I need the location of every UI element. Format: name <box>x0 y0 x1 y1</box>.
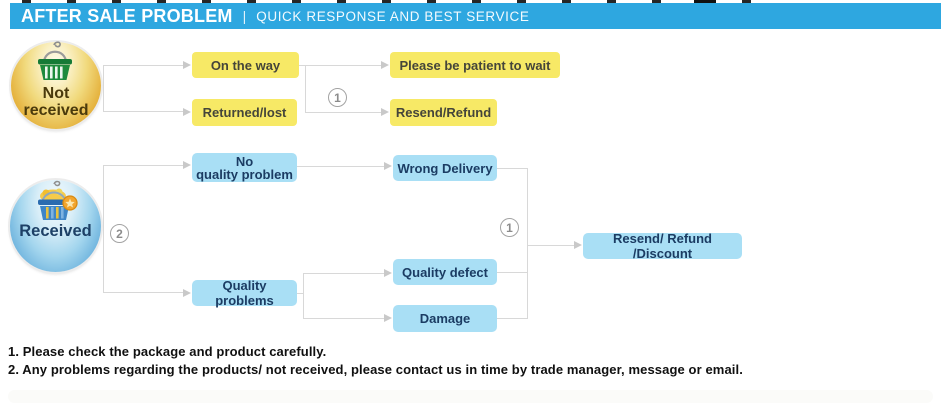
arrowhead-icon <box>183 288 191 297</box>
header-title: AFTER SALE PROBLEM <box>21 5 233 26</box>
connector-received-bracket <box>103 165 183 293</box>
connector-to-result <box>527 245 575 246</box>
header-subtitle: QUICK RESPONSE AND BEST SERVICE <box>256 8 530 24</box>
connector-damage-out <box>497 318 528 319</box>
footnotes: 1. Please check the package and product … <box>8 343 928 378</box>
connector-quality-vertical <box>303 273 304 319</box>
step-marker-1-bottom: 1 <box>500 218 519 237</box>
not-received-label-line2: received <box>23 102 89 119</box>
cutoff-text-remnants <box>22 0 762 3</box>
arrowhead-icon <box>381 107 389 116</box>
issue-box-damage: Damage <box>393 305 497 332</box>
arrowhead-icon <box>183 160 191 169</box>
connector-top-vertical <box>305 65 306 112</box>
result-box-patient-wait: Please be patient to wait <box>390 52 560 78</box>
not-received-label-line1: Not <box>42 85 70 102</box>
issue-box-wrong-delivery: Wrong Delivery <box>393 155 497 181</box>
connector-defect-out <box>497 272 528 273</box>
arrowhead-icon <box>384 161 392 170</box>
connector-wrongdelivery-out <box>497 168 528 169</box>
arrowhead-icon <box>183 60 191 69</box>
arrowhead-icon <box>384 313 392 322</box>
connector-noquality-out <box>297 166 384 167</box>
step-marker-1-top: 1 <box>328 88 347 107</box>
step-marker-2: 2 <box>110 224 129 243</box>
connector-not-received-bracket <box>103 65 183 112</box>
arrowhead-icon <box>183 107 191 116</box>
option-box-quality-problems: Quality problems <box>192 278 297 308</box>
connector-collector-vertical <box>527 168 528 319</box>
arrowhead-icon <box>384 268 392 277</box>
cutoff-text-remnant-blob <box>694 0 716 3</box>
not-received-node <box>11 42 101 129</box>
option-box-on-the-way: On the way <box>192 52 299 78</box>
connector-quality-stub <box>297 293 304 294</box>
connector-to-damage <box>303 318 384 319</box>
green-shopping-basket-icon <box>29 39 81 88</box>
connector-to-defect <box>303 273 384 274</box>
arrowhead-icon <box>381 60 389 69</box>
footnote-1: 1. Please check the package and product … <box>8 344 327 359</box>
option-box-no-quality-problem: No quality problem <box>192 153 297 182</box>
arrowhead-icon <box>574 240 582 249</box>
received-label: Received <box>19 222 92 240</box>
no-quality-line2: quality problem <box>196 166 293 182</box>
footnote-2: 2. Any problems regarding the products/ … <box>8 361 743 377</box>
not-received-label: Not received <box>11 85 101 119</box>
result-box-resend-refund: Resend/Refund <box>390 99 497 126</box>
header-separator: | <box>242 8 247 24</box>
result-box-resend-refund-discount: Resend/ Refund /Discount <box>583 231 742 261</box>
connector-on-the-way-out <box>299 65 381 66</box>
issue-box-quality-defect: Quality defect <box>393 259 497 285</box>
next-section-edge <box>8 390 933 403</box>
header-banner: AFTER SALE PROBLEM | QUICK RESPONSE AND … <box>10 3 941 29</box>
connector-returned-out <box>305 112 381 113</box>
no-quality-line1: No <box>235 153 254 169</box>
option-box-returned-lost: Returned/lost <box>192 99 297 126</box>
blue-shopping-basket-coin-icon <box>26 179 84 230</box>
